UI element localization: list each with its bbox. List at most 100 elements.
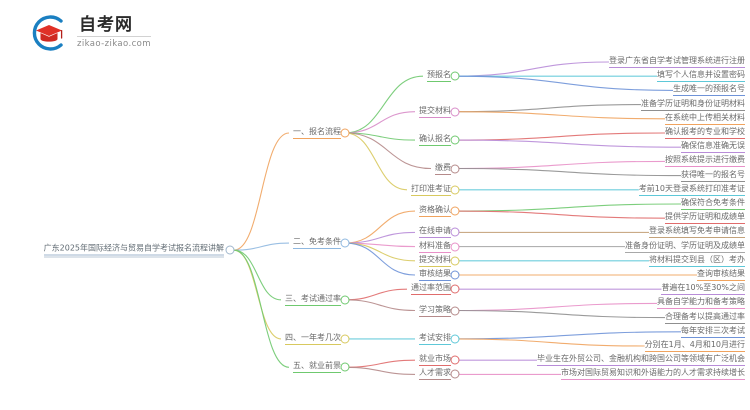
root-node-dot[interactable] <box>225 245 235 255</box>
mindmap-node-l2[interactable]: 提交材料 <box>419 105 451 119</box>
mindmap-leaf[interactable]: 生成唯一的预报名号 <box>673 83 745 97</box>
mindmap-leaf[interactable]: 查询审核结果 <box>697 268 745 282</box>
mindmap-node-l2[interactable]: 人才需求 <box>419 367 451 381</box>
mindmap-leaf-label: 市场对国际贸易知识和外语能力的人才需求持续增长 <box>561 367 745 381</box>
mindmap-node-l2[interactable]: 就业市场 <box>419 353 451 367</box>
mindmap-node-l2[interactable]: 提交材料 <box>419 254 451 268</box>
mindmap-leaf[interactable]: 按照系统提示进行缴费 <box>665 154 745 168</box>
mindmap-leaf-label: 登录系统填写免考申请信息 <box>649 225 745 239</box>
mindmap-node-l2-dot[interactable] <box>450 227 460 237</box>
mindmap-node-l1-dot[interactable] <box>340 128 350 138</box>
mindmap-node-l1-label: 二、免考条件 <box>293 236 341 250</box>
mindmap-leaf-label: 填写个人信息并设置密码 <box>657 69 745 83</box>
mindmap-leaf[interactable]: 将材料提交到县（区）考办 <box>649 254 745 268</box>
mindmap-leaf[interactable]: 合理备考以提高通过率 <box>665 311 745 325</box>
mindmap-node-l2-dot[interactable] <box>450 284 460 294</box>
mindmap-leaf[interactable]: 毕业生在外贸公司、金融机构和跨国公司等领域有广泛机会 <box>537 353 745 367</box>
mindmap-node-l2-label: 人才需求 <box>419 367 451 381</box>
mindmap-leaf-label: 考前10天登录系统打印准考证 <box>638 183 745 196</box>
mindmap-node-l2-dot[interactable] <box>450 256 460 266</box>
mindmap-leaf-label: 每年安排三次考试 <box>681 325 745 338</box>
mindmap-node-l2-label: 在线申请 <box>419 225 451 239</box>
site-logo: 自考网 zikao-zikao.com <box>28 12 151 54</box>
mindmap-node-l2[interactable]: 通过率范围 <box>411 282 451 296</box>
mindmap-node-l2[interactable]: 缴费 <box>435 162 451 176</box>
mindmap-node-l2-dot[interactable] <box>450 206 460 216</box>
mindmap-node-l2-label: 通过率范围 <box>411 282 451 296</box>
mindmap-node-l2-dot[interactable] <box>450 334 460 344</box>
mindmap-leaf[interactable]: 普遍在10%至30%之间 <box>661 282 745 296</box>
mindmap-node-l1[interactable]: 二、免考条件 <box>293 236 341 250</box>
mindmap-leaf-label: 合理备考以提高通过率 <box>665 311 745 324</box>
mindmap-leaf-label: 将材料提交到县（区）考办 <box>649 254 745 267</box>
mindmap-node-l2-dot[interactable] <box>450 107 460 117</box>
mindmap-node-l1[interactable]: 四、一年考几次 <box>285 332 341 346</box>
mindmap-leaf[interactable]: 市场对国际贸易知识和外语能力的人才需求持续增长 <box>561 367 745 381</box>
mindmap-node-l1-label: 一、报名流程 <box>293 126 341 139</box>
mindmap-node-l2-dot[interactable] <box>450 135 460 145</box>
mindmap-leaf[interactable]: 每年安排三次考试 <box>681 325 745 339</box>
mindmap-leaf[interactable]: 获得唯一的报名号 <box>681 169 745 183</box>
mindmap-node-l2[interactable]: 在线申请 <box>419 225 451 239</box>
mindmap-node-l2-label: 缴费 <box>435 162 451 175</box>
mindmap-node-l2-label: 学习策略 <box>419 304 451 317</box>
mindmap-node-l2-dot[interactable] <box>450 71 460 81</box>
mindmap-leaf-label: 查询审核结果 <box>697 268 745 281</box>
logo-wordmark: 自考网 zikao-zikao.com <box>77 17 151 49</box>
mindmap-leaf[interactable]: 具备自学能力和备考策略 <box>657 296 745 310</box>
mindmap-node-l2[interactable]: 预报名 <box>427 69 451 83</box>
mindmap-leaf-label: 毕业生在外贸公司、金融机构和跨国公司等领域有广泛机会 <box>537 353 745 367</box>
mindmap-leaf[interactable]: 准备学历证明和身份证明材料 <box>641 98 745 112</box>
mindmap-leaf-label: 登录广东省自学考试管理系统进行注册 <box>609 55 745 68</box>
mindmap-node-l2[interactable]: 确认报名 <box>419 133 451 147</box>
mindmap-node-l2-label: 打印准考证 <box>411 183 451 196</box>
mindmap-leaf[interactable]: 分别在1月、4月和10月进行 <box>644 339 745 353</box>
mindmap-node-l1-dot[interactable] <box>340 362 350 372</box>
mindmap-leaf-label: 具备自学能力和备考策略 <box>657 296 745 310</box>
mindmap-node-l2-dot[interactable] <box>450 369 460 379</box>
mindmap-leaf-label: 确保符合免考条件 <box>681 197 745 210</box>
mindmap-node-l2-dot[interactable] <box>450 355 460 365</box>
mindmap-node-l2[interactable]: 打印准考证 <box>411 183 451 197</box>
mindmap-node-l2[interactable]: 考试安排 <box>419 332 451 346</box>
mindmap-node-l1[interactable]: 三、考试通过率 <box>285 293 341 307</box>
mindmap-node-l2[interactable]: 审核结果 <box>419 268 451 282</box>
mindmap-leaf[interactable]: 在系统中上传相关材料 <box>665 112 745 126</box>
mindmap-node-l2[interactable]: 学习策略 <box>419 304 451 318</box>
mindmap-node-l1[interactable]: 一、报名流程 <box>293 126 341 140</box>
mindmap-node-l2[interactable]: 材料准备 <box>419 240 451 254</box>
logo-name-cn: 自考网 <box>77 17 151 38</box>
mindmap-node-l2-dot[interactable] <box>450 306 460 315</box>
mindmap-leaf[interactable]: 确认报考的专业和学校 <box>665 126 745 140</box>
mindmap-node-l2-dot[interactable] <box>450 185 460 195</box>
graduation-cap-circle-logo-icon <box>28 12 70 54</box>
mindmap-node-l1-dot[interactable] <box>340 295 350 305</box>
mindmap-node-l2-label: 就业市场 <box>419 353 451 367</box>
mindmap-leaf[interactable]: 确保符合免考条件 <box>681 197 745 211</box>
mindmap-node-l1[interactable]: 五、就业前景 <box>293 360 341 374</box>
mindmap-leaf[interactable]: 考前10天登录系统打印准考证 <box>638 183 745 197</box>
mindmap-node-l2-label: 资格确认 <box>419 204 451 218</box>
root-node[interactable]: 广东2025年国际经济与贸易自学考试报名流程讲解 <box>43 243 224 258</box>
mindmap-node-l1-dot[interactable] <box>340 238 350 248</box>
mindmap-leaf[interactable]: 确保信息准确无误 <box>681 140 745 154</box>
mindmap-node-l2-label: 材料准备 <box>419 240 451 253</box>
mindmap-node-l2-dot[interactable] <box>450 270 460 280</box>
mindmap-leaf[interactable]: 准备身份证明、学历证明及成绩单 <box>625 240 745 254</box>
mindmap-node-l2[interactable]: 资格确认 <box>419 204 451 218</box>
mindmap-leaf-label: 分别在1月、4月和10月进行 <box>644 339 745 352</box>
mindmap-node-l1-dot[interactable] <box>340 334 350 344</box>
mindmap-node-l2-dot[interactable] <box>450 242 460 252</box>
root-node-label: 广东2025年国际经济与贸易自学考试报名流程讲解 <box>43 243 224 256</box>
mindmap-node-l2-label: 提交材料 <box>419 105 451 118</box>
mindmap-leaf[interactable]: 登录广东省自学考试管理系统进行注册 <box>609 55 745 69</box>
mindmap-leaf-label: 确认报考的专业和学校 <box>665 126 745 139</box>
mindmap-leaf[interactable]: 提供学历证明和成绩单 <box>665 211 745 225</box>
mindmap-node-l1-label: 四、一年考几次 <box>285 332 341 345</box>
mindmap-leaf[interactable]: 填写个人信息并设置密码 <box>657 69 745 83</box>
mindmap-node-l1-label: 三、考试通过率 <box>285 293 341 306</box>
mindmap-node-l2-dot[interactable] <box>450 164 460 173</box>
mindmap-leaf[interactable]: 登录系统填写免考申请信息 <box>649 225 745 239</box>
mindmap-leaf-label: 在系统中上传相关材料 <box>665 112 745 125</box>
mindmap-node-l2-label: 提交材料 <box>419 254 451 267</box>
